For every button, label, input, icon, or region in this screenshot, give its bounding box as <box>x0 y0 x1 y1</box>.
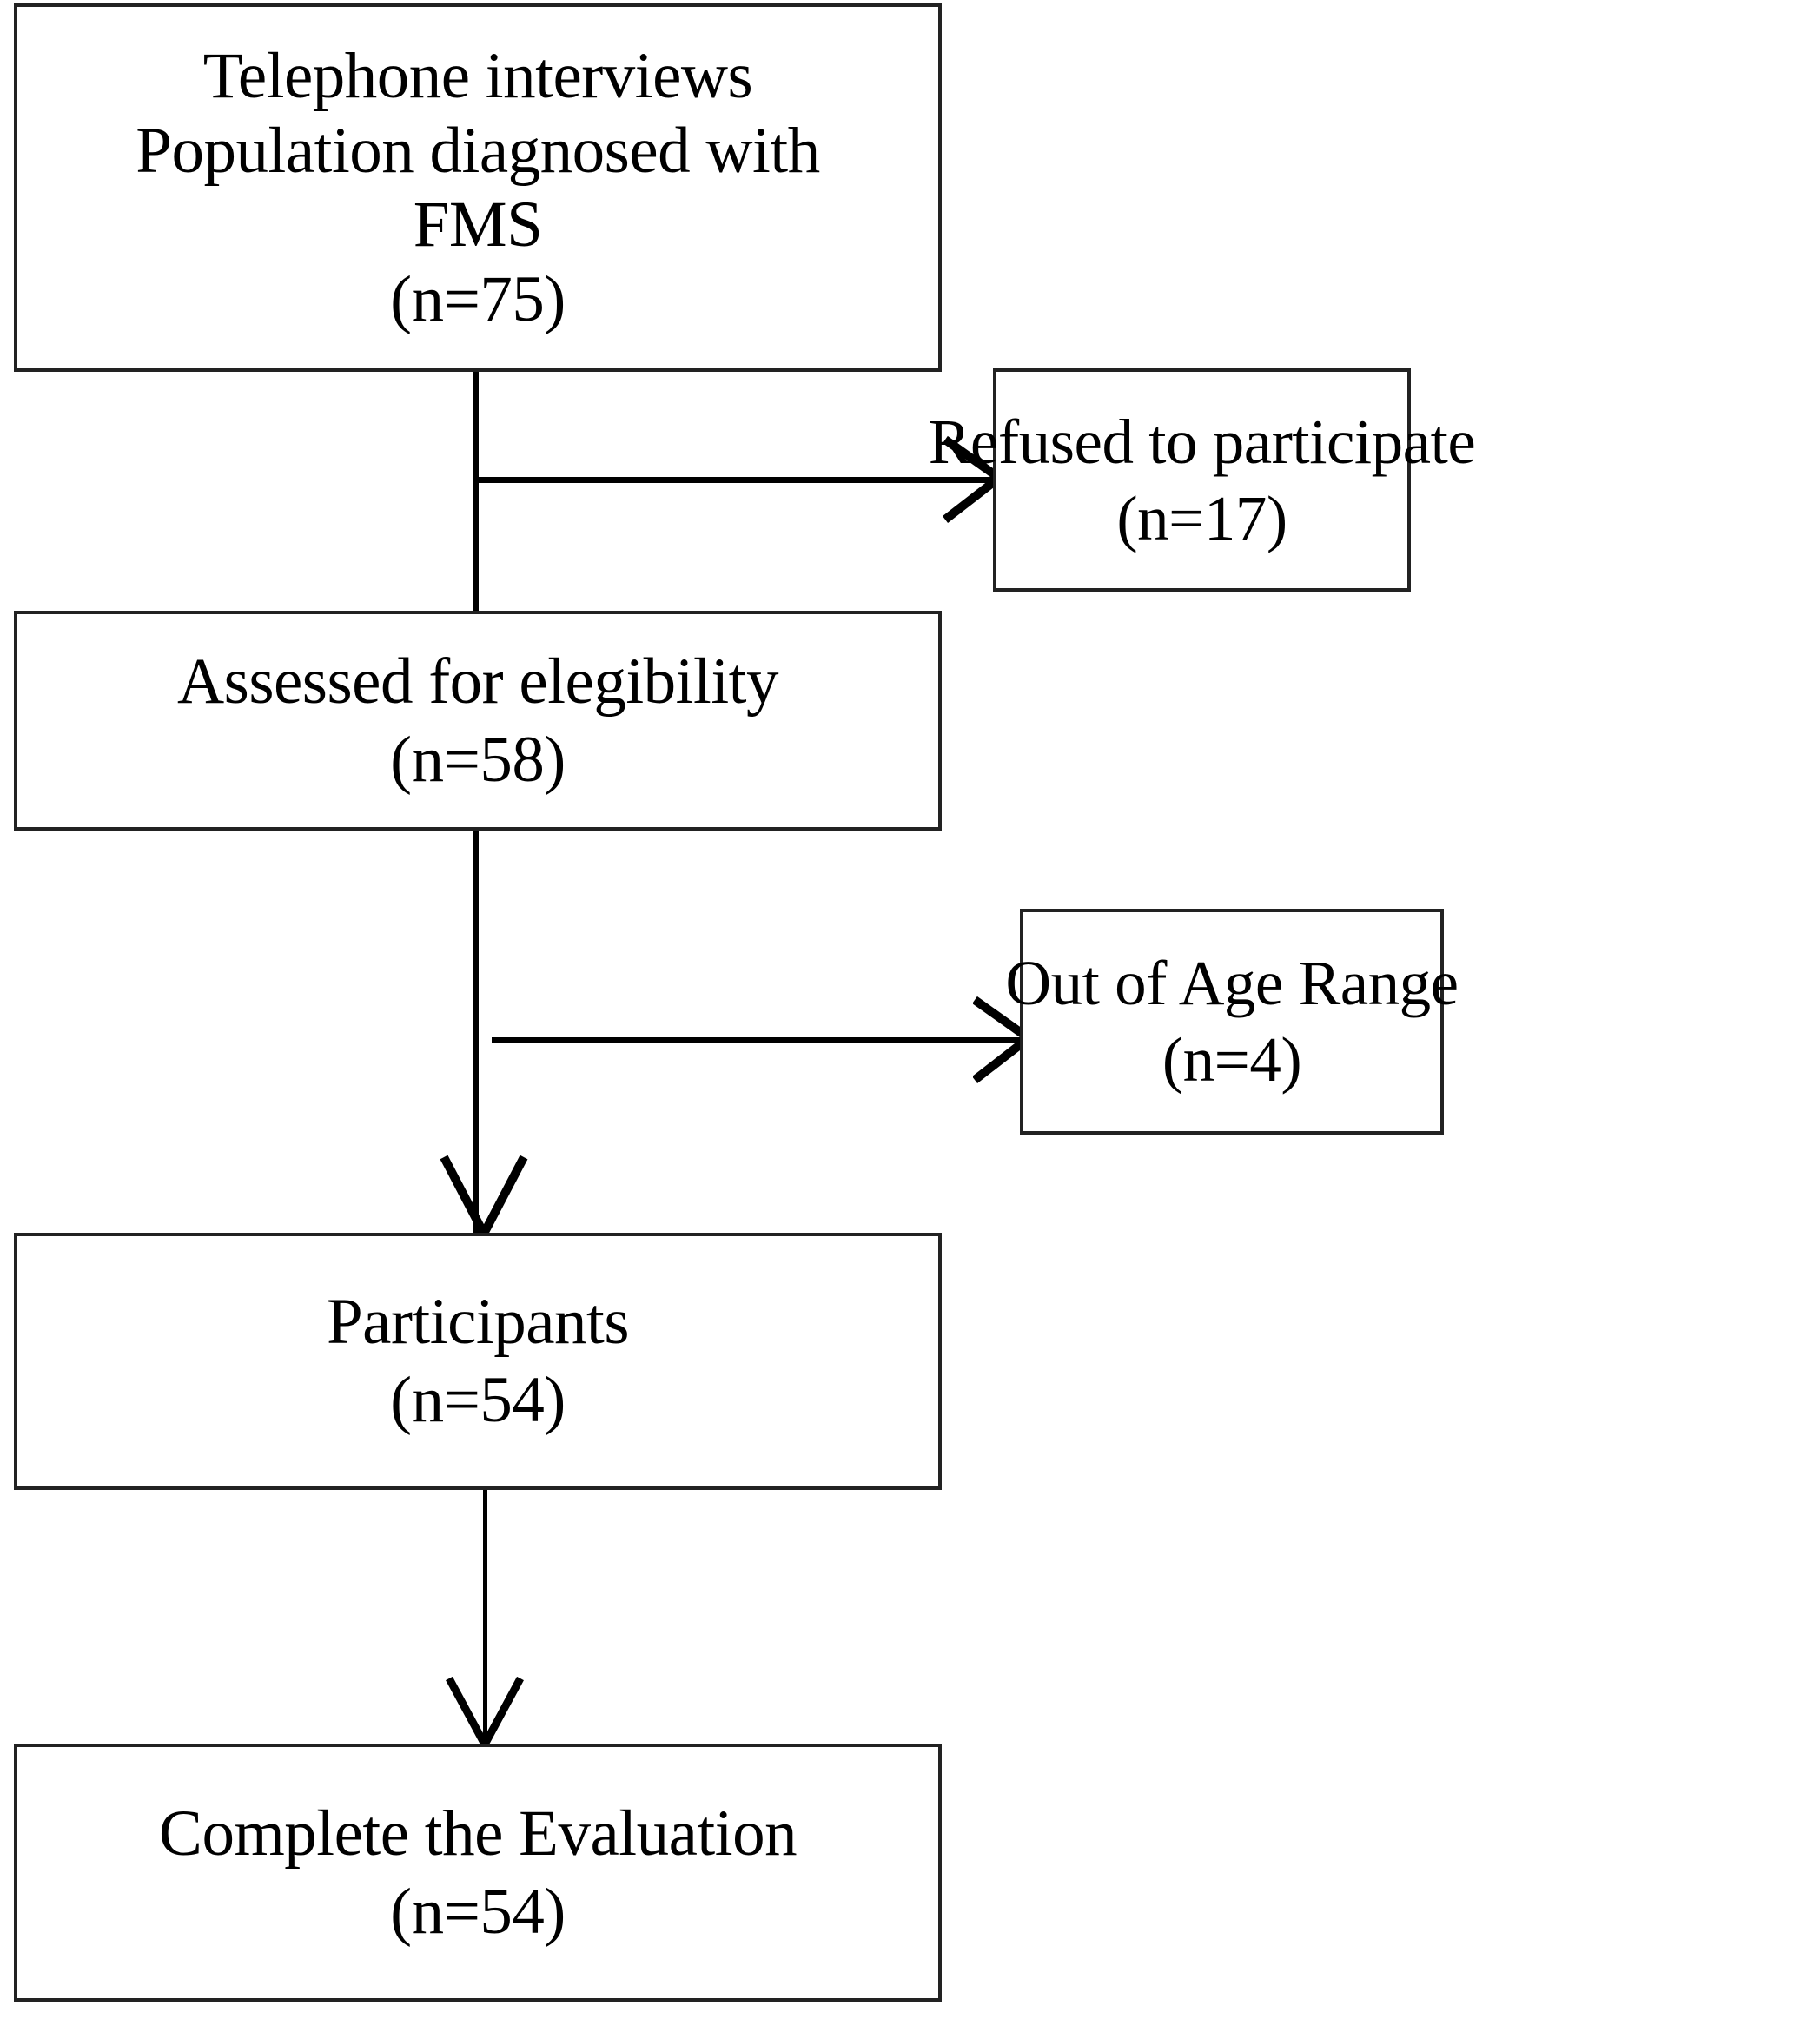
connector-assessed-to-participants <box>473 827 479 1261</box>
node-participants[interactable]: Participants (n=54) <box>14 1233 942 1490</box>
node-telephone-interviews[interactable]: Telephone interviews Population diagnose… <box>14 3 942 372</box>
node-refused-to-participate[interactable]: Refused to participate (n=17) <box>929 368 1476 592</box>
node-assessed-line-1: Assessed for elegibility <box>176 645 779 718</box>
node-assessed-count: (n=58) <box>390 723 566 796</box>
node-refused-count: (n=17) <box>1116 482 1287 553</box>
node-out-of-age-range[interactable]: Out of Age Range (n=4) <box>1005 909 1459 1135</box>
node-complete-the-evaluation[interactable]: Complete the Evaluation (n=54) <box>14 1744 942 2002</box>
arrowhead-down-icon <box>445 1677 525 1750</box>
node-complete-line-1: Complete the Evaluation <box>158 1797 797 1870</box>
node-refused-line-1: Refused to participate <box>928 406 1476 477</box>
node-participants-line-1: Participants <box>326 1286 630 1358</box>
node-participants-count: (n=54) <box>390 1364 566 1436</box>
connector-telephone-to-assessed <box>473 368 479 615</box>
node-telephone-count: (n=75) <box>390 262 566 335</box>
node-agerange-count: (n=4) <box>1161 1024 1302 1095</box>
node-telephone-line-2: Population diagnosed with <box>136 114 820 187</box>
arrowhead-down-icon <box>439 1155 529 1239</box>
connector-assessed-to-agerange <box>492 1037 1027 1043</box>
connector-participants-to-complete <box>483 1488 487 1749</box>
node-telephone-line-3: FMS <box>413 189 543 261</box>
node-complete-count: (n=54) <box>390 1875 566 1948</box>
node-assessed-for-elegibility[interactable]: Assessed for elegibility (n=58) <box>14 611 942 831</box>
connector-telephone-to-refused <box>476 477 997 483</box>
node-agerange-line-1: Out of Age Range <box>1005 948 1459 1019</box>
node-telephone-line-1: Telephone interviews <box>202 40 753 112</box>
